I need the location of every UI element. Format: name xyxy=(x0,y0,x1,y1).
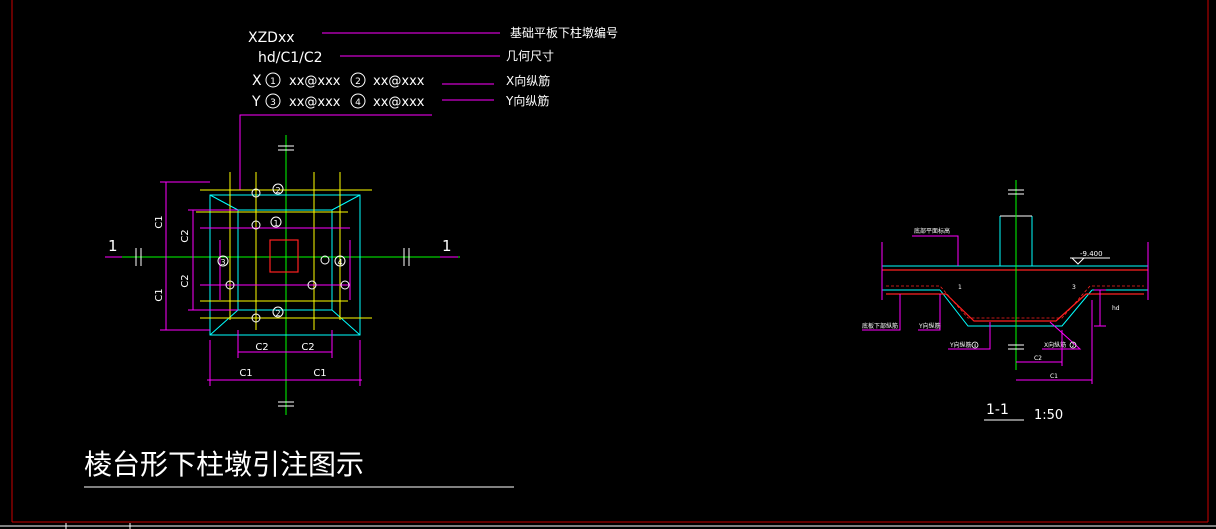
section-note-y-bar2: Y向纵筋 xyxy=(949,341,972,349)
x-rebar-prefix: X xyxy=(252,73,262,89)
circled-4-icon xyxy=(350,93,366,109)
drawing-title-block: 棱台形下柱墩引注图示 xyxy=(84,448,514,488)
section-note-y-bar: Y向纵筋 xyxy=(918,322,941,330)
leader-line-main xyxy=(239,114,432,190)
section-scale: 1:50 xyxy=(1034,408,1063,423)
svg-text:3: 3 xyxy=(270,98,276,108)
plan-dim-c2-left-bottom: C2 xyxy=(180,274,191,287)
section-label-c3-right: 3 xyxy=(1072,284,1076,291)
plan-bar-3: 3 xyxy=(220,258,225,267)
section-dim-hd: hd xyxy=(1112,305,1120,312)
svg-text:4: 4 xyxy=(974,343,977,348)
plan-dim-c1-bottom-right: C1 xyxy=(313,368,326,379)
section-note-top: 底部平面标高 xyxy=(914,227,950,235)
section-note-bottom-left: 底板下部纵筋 xyxy=(862,322,898,330)
plan-dim-c1-left-bottom: C1 xyxy=(154,288,165,301)
plan-dim-c1-left-top: C1 xyxy=(154,215,165,228)
x-rebar-spec-2: xx@xxx xyxy=(373,74,425,89)
circled-1-icon xyxy=(265,72,281,88)
drawing-title: 棱台形下柱墩引注图示 xyxy=(84,448,364,481)
section-label-c1-left: 1 xyxy=(958,284,962,291)
plan-dim-c2-bottom-right: C2 xyxy=(301,342,314,353)
y-rebar-spec-1: xx@xxx xyxy=(289,95,341,110)
section-dim-c2: C2 xyxy=(1034,355,1042,362)
x-rebar-spec-1: xx@xxx xyxy=(289,74,341,89)
svg-text:4: 4 xyxy=(355,98,361,108)
section-label: 1-1 xyxy=(986,402,1009,418)
plan-dim-c2-left-top: C2 xyxy=(180,229,191,242)
plan-column xyxy=(269,239,299,273)
y-rebar-prefix: Y xyxy=(251,94,261,110)
plan-bar-1: 1 xyxy=(273,219,278,228)
pier-code-desc: 基础平板下柱墩编号 xyxy=(510,25,618,40)
plan-outer-base xyxy=(209,194,361,336)
leader-annotation: XZDxx 基础平板下柱墩编号 hd/C1/C2 几何尺寸 X 1 xx@xxx… xyxy=(239,25,618,190)
plan-bar-2-bottom: 2 xyxy=(275,309,280,318)
y-rebar-spec-2: xx@xxx xyxy=(373,95,425,110)
y-rebar-desc: Y向纵筋 xyxy=(505,93,549,108)
plan-bar-4: 4 xyxy=(337,258,342,267)
section-dim-c1: C1 xyxy=(1050,373,1058,380)
section-pier-outline xyxy=(939,289,1093,327)
circled-3-icon xyxy=(265,93,281,109)
plan-inner-top xyxy=(237,209,333,311)
section-view: -9.400 底部平面标高 底板下部纵筋 Y向纵筋 Y向纵筋 4 X向纵筋 2 … xyxy=(862,180,1149,423)
plan-view: 2 1 3 4 2 C1 C2 C2 C1 C2 C2 C1 C1 1 xyxy=(105,135,460,415)
rebar-circle xyxy=(272,183,284,195)
svg-text:2: 2 xyxy=(1072,343,1075,348)
plan-dim-c2-bottom-left: C2 xyxy=(255,342,268,353)
plan-section-mark-left: 1 xyxy=(108,237,118,255)
svg-text:2: 2 xyxy=(355,77,361,87)
section-note-x-bar: X向纵筋 xyxy=(1044,341,1066,349)
circled-2-icon xyxy=(350,72,366,88)
section-elevation: -9.400 xyxy=(1080,250,1103,258)
plan-dim-c1-bottom-left: C1 xyxy=(239,368,252,379)
pier-code: XZDxx xyxy=(248,30,295,46)
pier-geometry: hd/C1/C2 xyxy=(258,50,323,66)
plan-section-mark-right: 1 xyxy=(442,237,452,255)
pier-geometry-desc: 几何尺寸 xyxy=(506,49,554,63)
x-rebar-desc: X向纵筋 xyxy=(506,73,550,88)
plan-bar-2-top: 2 xyxy=(275,186,280,195)
svg-text:1: 1 xyxy=(270,77,276,87)
